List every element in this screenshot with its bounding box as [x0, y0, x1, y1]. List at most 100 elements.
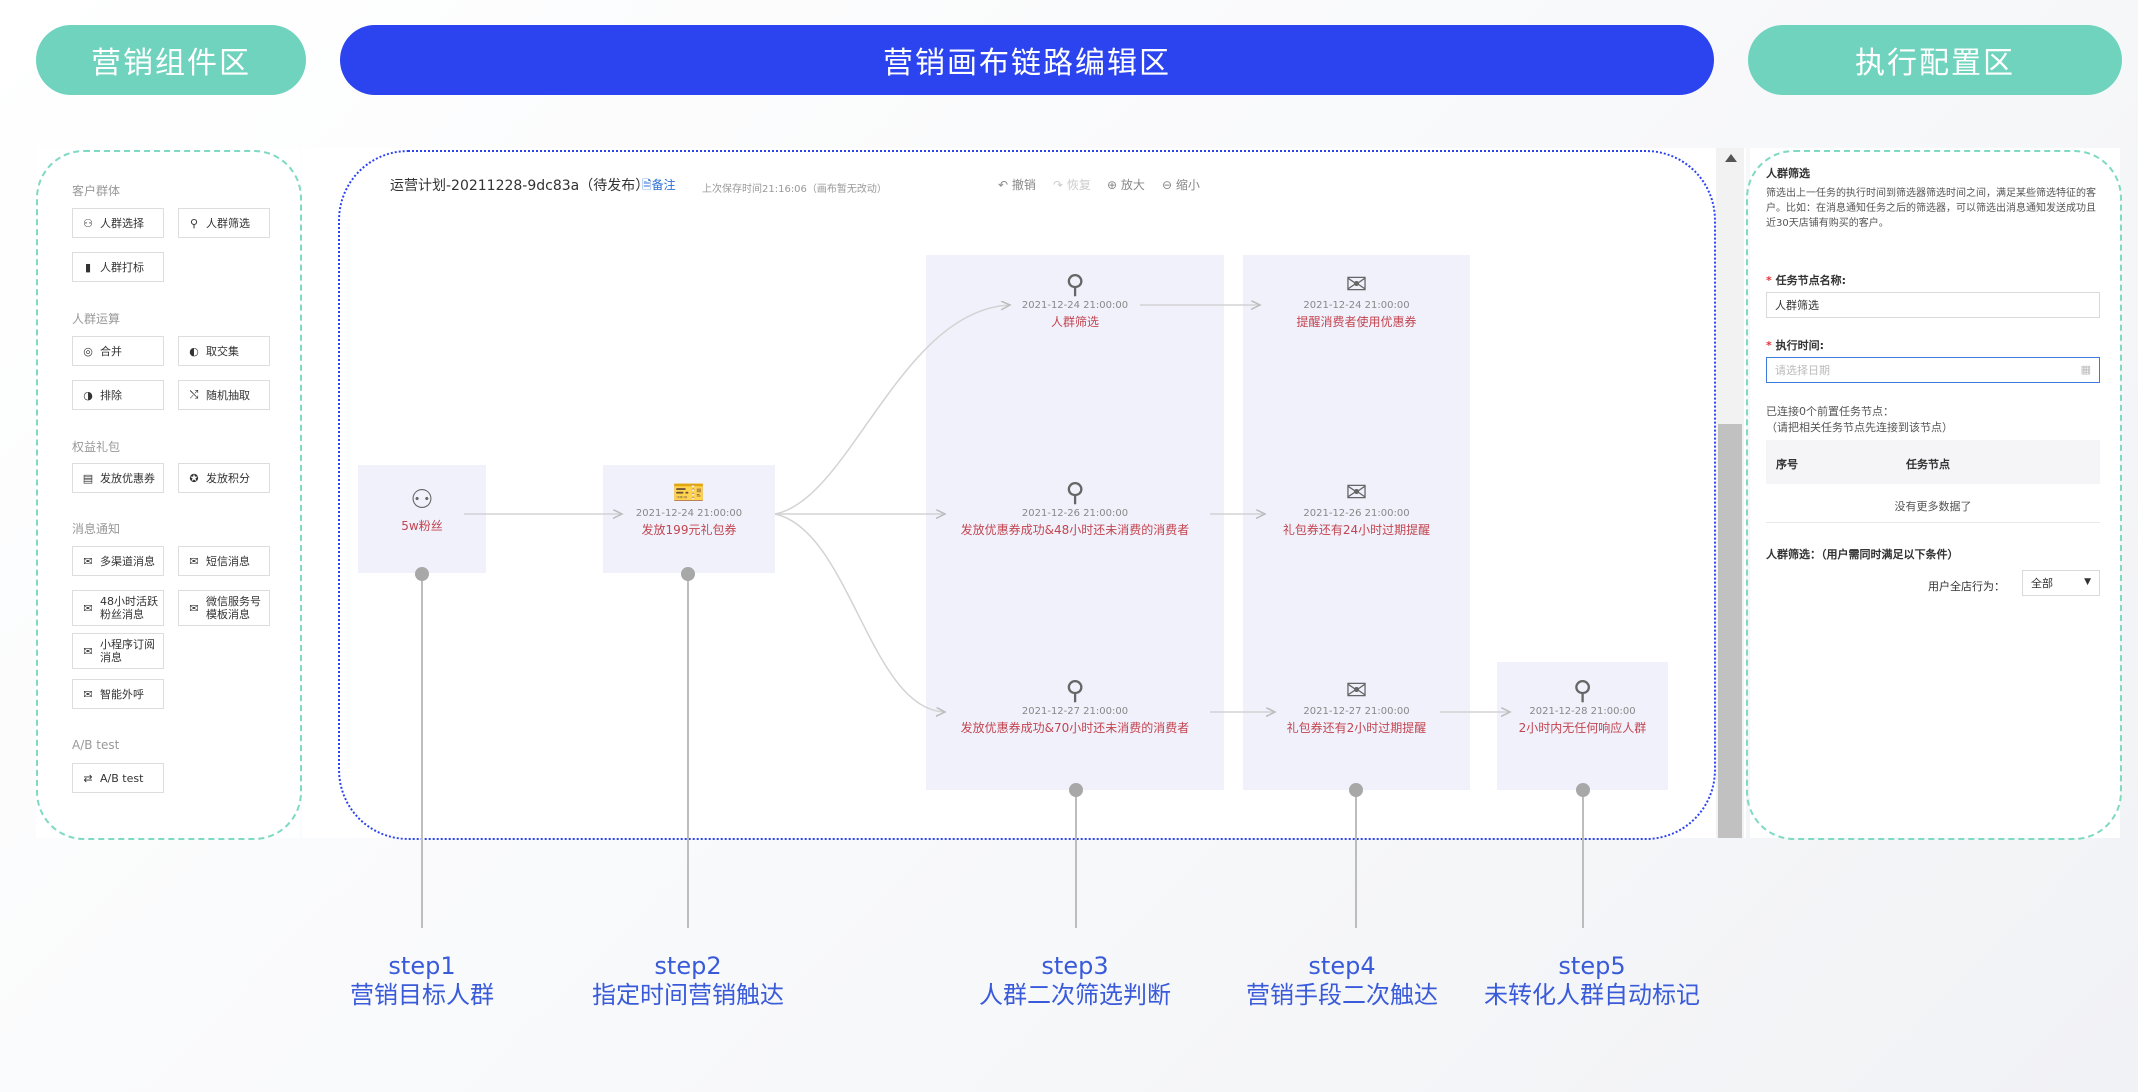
node-filter-1[interactable]: ⚲ 2021-12-24 21:00:00 人群筛选 — [926, 270, 1224, 330]
node-time: 2021-12-26 21:00:00 — [1021, 508, 1129, 519]
node-bg-gift — [603, 465, 775, 573]
canvas-scrollbar[interactable] — [1716, 148, 1744, 838]
node-time: 2021-12-27 21:00:00 — [1021, 706, 1129, 717]
node-mark[interactable]: ⚲ 2021-12-28 21:00:00 2小时内无任何响应人群 — [1497, 676, 1668, 736]
component-item[interactable]: ✉多渠道消息 — [72, 546, 164, 576]
zoom-in-button[interactable]: ⊕ 放大 — [1107, 176, 1145, 193]
exec-time-input[interactable]: 请选择日期 ▦ — [1766, 357, 2100, 383]
people-group-icon: ⚇ — [410, 485, 434, 515]
component-item[interactable]: ✉ 48小时活跃 粉丝消息 — [72, 590, 164, 626]
save-status: 上次保存时间21:16:06（画布暂无改动） — [702, 184, 887, 195]
node-label: 2小时内无任何响应人群 — [1518, 721, 1647, 735]
exec-time-label-text: 执行时间: — [1775, 339, 1824, 352]
connected-info: 已连接0个前置任务节点： — [1766, 405, 1894, 418]
node-filter-3[interactable]: ⚲ 2021-12-27 21:00:00 发放优惠券成功&70小时还未消费的消… — [926, 676, 1224, 736]
table-header-task: 任务节点 — [1906, 458, 1950, 471]
node-remind-3[interactable]: ✉ 2021-12-27 21:00:00 礼包券还有2小时过期提醒 — [1243, 676, 1470, 736]
exec-time-label: * 执行时间: — [1766, 339, 1824, 352]
component-item[interactable]: ⇄A/B test — [72, 763, 164, 793]
component-item[interactable]: ✪发放积分 — [178, 463, 270, 493]
step-number: step3 — [1041, 952, 1109, 980]
undo-button[interactable]: ↶ 撤销 — [998, 176, 1036, 193]
node-time: 2021-12-24 21:00:00 — [1021, 300, 1129, 311]
canvas-area-header: 营销画布链路编辑区 — [340, 25, 1714, 95]
step-number: step4 — [1308, 952, 1376, 980]
component-label: 合并 — [100, 344, 122, 358]
intersect-icon: ◐ — [189, 344, 199, 358]
node-filter-2[interactable]: ⚲ 2021-12-26 21:00:00 发放优惠券成功&48小时还未消费的消… — [926, 478, 1224, 538]
ab-test-icon: ⇄ — [83, 771, 93, 785]
divider — [1766, 522, 2100, 523]
step1-connector — [421, 574, 423, 928]
step-text: 营销手段二次触达 — [1246, 981, 1438, 1009]
people-filter-icon: ⚲ — [1065, 676, 1085, 706]
step5-dot — [1576, 783, 1590, 797]
mail-icon: ✉ — [1345, 478, 1368, 508]
behavior-label: 用户全店行为： — [1928, 580, 2005, 593]
step-3: step3 人群二次筛选判断 — [955, 952, 1195, 1010]
mail-icon: ✉ — [83, 644, 93, 658]
people-filter-icon: ⚲ — [1065, 270, 1085, 300]
filter-column-bg — [926, 255, 1224, 790]
note-icon: 🗎 — [642, 178, 652, 192]
step4-connector — [1355, 790, 1357, 928]
component-item[interactable]: ✉微信服务号 模板消息 — [178, 590, 270, 626]
component-label: 随机抽取 — [206, 388, 250, 402]
behavior-select[interactable]: 全部 ▼ — [2022, 570, 2100, 596]
component-item[interactable]: ⤭ 随机抽取 — [178, 380, 270, 410]
step-text: 未转化人群自动标记 — [1484, 981, 1700, 1009]
zoom-in-label: 放大 — [1120, 178, 1145, 192]
sidebar-section-title: 权益礼包 — [72, 440, 121, 454]
component-item[interactable]: ✉短信消息 — [178, 546, 270, 576]
task-name-label: * 任务节点名称: — [1766, 274, 1846, 287]
behavior-value: 全部 — [2031, 577, 2053, 590]
component-label: 多渠道消息 — [100, 554, 155, 568]
sidebar-section-title: 客户群体 — [72, 184, 121, 198]
zoom-out-icon: ⊖ — [1162, 178, 1173, 192]
zoom-in-icon: ⊕ — [1107, 178, 1118, 192]
component-label: 48小时活跃 粉丝消息 — [100, 595, 158, 621]
config-description: 筛选出上一任务的执行时间到筛选器筛选时间之间，满足某些筛选特征的客户。比如：在消… — [1766, 188, 2096, 229]
exec-time-placeholder: 请选择日期 — [1775, 364, 1830, 377]
table-header: 序号 任务节点 — [1766, 440, 2100, 484]
component-item[interactable]: ✉智能外呼 — [72, 679, 164, 709]
condition-label: 人群筛选：（用户需同时满足以下条件） — [1766, 548, 1959, 561]
shuffle-icon: ⤭ — [189, 388, 199, 401]
component-item[interactable]: ◑排除 — [72, 380, 164, 410]
node-label: 5w粉丝 — [401, 519, 443, 533]
component-item[interactable]: ◐取交集 — [178, 336, 270, 366]
scroll-thumb[interactable] — [1718, 424, 1742, 838]
component-item[interactable]: ◎合并 — [72, 336, 164, 366]
step1-dot — [415, 567, 429, 581]
component-item[interactable]: ▤发放优惠券 — [72, 463, 164, 493]
node-time: 2021-12-28 21:00:00 — [1529, 706, 1636, 717]
mail-icon: ✉ — [83, 601, 93, 615]
node-remind-2[interactable]: ✉ 2021-12-26 21:00:00 礼包券还有24小时过期提醒 — [1243, 478, 1470, 538]
node-label: 发放199元礼包券 — [641, 523, 737, 537]
component-item[interactable]: ⚇人群选择 — [72, 208, 164, 238]
node-label: 人群筛选 — [1050, 315, 1099, 329]
node-remind-1[interactable]: ✉ 2021-12-24 21:00:00 提醒消费者使用优惠券 — [1243, 270, 1470, 330]
people-filter-icon: ⚲ — [189, 216, 199, 230]
component-item[interactable]: ✉小程序订阅 消息 — [72, 633, 164, 669]
scroll-up-icon[interactable] — [1725, 154, 1737, 162]
component-item[interactable]: ▮人群打标 — [72, 252, 164, 282]
node-label: 礼包券还有2小时过期提醒 — [1286, 721, 1427, 735]
node-bg-mark — [1497, 662, 1668, 790]
step3-connector — [1075, 790, 1077, 928]
step3-dot — [1069, 783, 1083, 797]
zoom-out-button[interactable]: ⊖ 缩小 — [1162, 176, 1200, 193]
step-text: 营销目标人群 — [350, 981, 494, 1009]
node-fans[interactable]: ⚇ 5w粉丝 — [358, 485, 486, 534]
plan-title: 运营计划-20211228-9dc83a（待发布） — [390, 178, 650, 194]
task-name-input[interactable]: 人群筛选 — [1766, 292, 2100, 318]
note-link[interactable]: 🗎备注 — [642, 176, 676, 197]
component-item[interactable]: ⚲人群筛选 — [178, 208, 270, 238]
redo-button[interactable]: ↷ 恢复 — [1053, 176, 1091, 193]
people-filter-icon: ⚲ — [1572, 676, 1593, 706]
step-5: step5 未转化人群自动标记 — [1472, 952, 1712, 1010]
connected-hint: （请把相关任务节点先连接到该节点） — [1766, 421, 1953, 434]
node-gift[interactable]: 🎫 2021-12-24 21:00:00 发放199元礼包券 — [603, 478, 775, 538]
config-area-header: 执行配置区 — [1748, 25, 2122, 95]
